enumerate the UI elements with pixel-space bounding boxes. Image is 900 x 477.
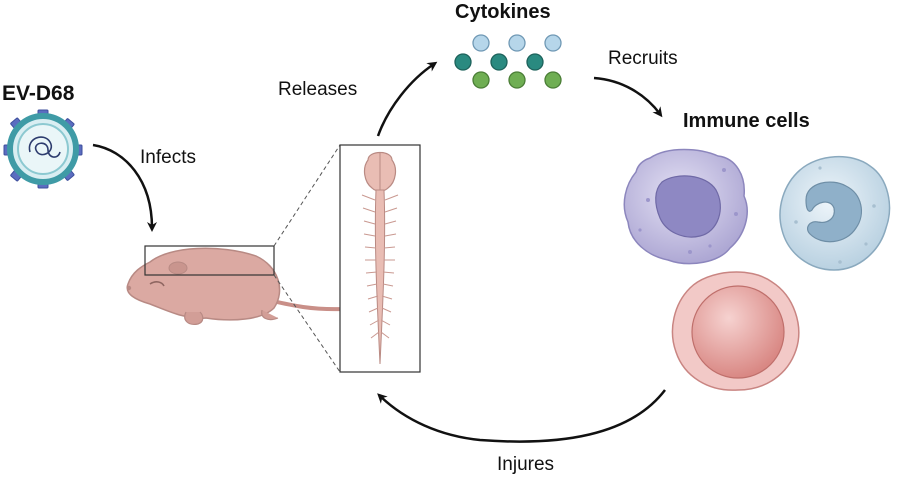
zoom-line-bottom <box>273 274 341 373</box>
immune-cell-red-icon <box>671 271 800 391</box>
releases-label: Releases <box>278 79 358 100</box>
releases-arrow <box>376 61 438 137</box>
injures-label: Injures <box>497 454 555 475</box>
virus-particle-icon <box>3 109 83 189</box>
cytokines-label: Cytokines <box>455 1 551 23</box>
recruits-arrow <box>593 76 663 118</box>
neonatal-mouse-icon <box>126 245 345 325</box>
cytokine-dots-icon <box>454 34 562 89</box>
infects-arrow <box>92 143 157 232</box>
zoom-line-top <box>273 144 341 247</box>
virus-label: EV-D68 <box>2 82 75 105</box>
infects-label: Infects <box>140 147 196 168</box>
immune-cell-blue-icon <box>779 155 891 271</box>
recruits-label: Recruits <box>608 48 678 69</box>
brain-spinal-cord-icon <box>339 144 421 373</box>
injures-arrow <box>377 389 666 443</box>
immune-cell-purple-icon <box>623 148 748 265</box>
immune-cells-label: Immune cells <box>683 110 810 132</box>
